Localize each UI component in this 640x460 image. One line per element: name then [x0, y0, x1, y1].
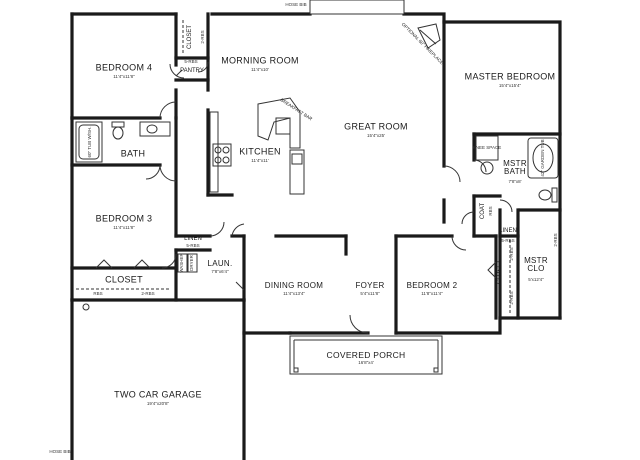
- foyer-dim: 5'4"x11'8": [360, 290, 380, 296]
- master-bedroom-label: MASTER BEDROOM: [464, 71, 556, 82]
- bedroom2-label: BEDROOM 2: [406, 281, 458, 290]
- great-room-label: GREAT ROOM: [344, 121, 408, 132]
- knee-space-label: KNEE SPACE: [472, 144, 502, 150]
- closet-b3-label: CLOSET: [105, 274, 143, 285]
- coat-rbs: RBS: [487, 206, 493, 216]
- closet-b3-rbs1: RBS: [93, 290, 103, 296]
- tub-label: 60" TUB W/SH.: [86, 126, 92, 158]
- covered-porch-label: COVERED PORCH: [326, 349, 406, 360]
- bedroom3-dim: 11'4"x11'8": [113, 224, 135, 230]
- linen-rbs: 5-RBS: [186, 242, 200, 248]
- dryer-label: DRYER: [188, 255, 194, 271]
- foyer-label: FOYER: [355, 281, 385, 290]
- morning-room-dim: 11'4"x10': [251, 66, 269, 72]
- closet-b2-label: CLOSET: [497, 259, 503, 285]
- closet-b2-rbs2: 2-RBS: [508, 291, 514, 305]
- closet-b4-rbs: 2-RBS: [199, 30, 205, 44]
- mstr-linen-label: LINEN: [499, 228, 517, 234]
- mstr-clo-dim: 5'x12'4": [528, 276, 544, 282]
- bedroom4-label: BEDROOM 4: [95, 62, 153, 73]
- bath-label: BATH: [120, 148, 146, 159]
- fixtures: [75, 0, 559, 375]
- linen-label: LINEN: [184, 236, 202, 242]
- hose-bib-bottom: HOSE BIB: [49, 448, 71, 454]
- kitchen-dim: 11'4"x11': [251, 157, 269, 163]
- interior-walls: [70, 12, 562, 335]
- washer-label: WASHER: [178, 253, 184, 273]
- laundry-dim: 7'8"x6'4": [211, 268, 229, 274]
- garage-label: TWO CAR GARAGE: [114, 389, 202, 400]
- garage-dim: 19'4"x20'8": [146, 400, 170, 406]
- pantry-label: PANTRY: [180, 68, 204, 74]
- coat-label: COAT: [480, 202, 486, 220]
- laundry-label: LAUN.: [207, 259, 233, 268]
- bedroom3-label: BEDROOM 3: [95, 213, 153, 224]
- covered-porch-dim: 16'8"x4': [358, 359, 374, 365]
- closet-b3-rbs2: 2-RBS: [141, 290, 155, 296]
- mstr-clo-rbs: 2-RBS: [552, 233, 558, 247]
- mstr-clo-label: MSTR CLO: [524, 256, 548, 273]
- closet-b2-rbs1: 2-RBS: [508, 247, 514, 261]
- closet-b4-label: CLOSET: [187, 24, 193, 50]
- great-room-dim: 15'4"x25': [366, 132, 386, 138]
- bedroom4-dim: 11'4"x11'8": [113, 73, 135, 79]
- bedroom2-dim: 11'8"x11'4": [421, 290, 443, 296]
- hose-bib-top: HOSE BIB: [285, 1, 307, 7]
- mstr-linen-rbs: 5-RBS: [501, 237, 515, 243]
- dining-room-dim: 11'4"x13'4": [283, 290, 305, 296]
- master-bedroom-dim: 15'4"x15'4": [498, 82, 522, 88]
- dining-room-label: DINING ROOM: [264, 281, 324, 290]
- doors: [95, 61, 513, 334]
- morning-room-label: MORNING ROOM: [221, 55, 299, 66]
- mstr-bath-label: MSTR BATH: [503, 159, 527, 176]
- mstr-bath-dim: 7'8"x8': [508, 178, 522, 184]
- garden-tub-label: 42" GARDEN TUB: [539, 139, 545, 177]
- pantry-rbs: 5-RBS: [184, 58, 198, 64]
- kitchen-label: KITCHEN: [239, 146, 281, 157]
